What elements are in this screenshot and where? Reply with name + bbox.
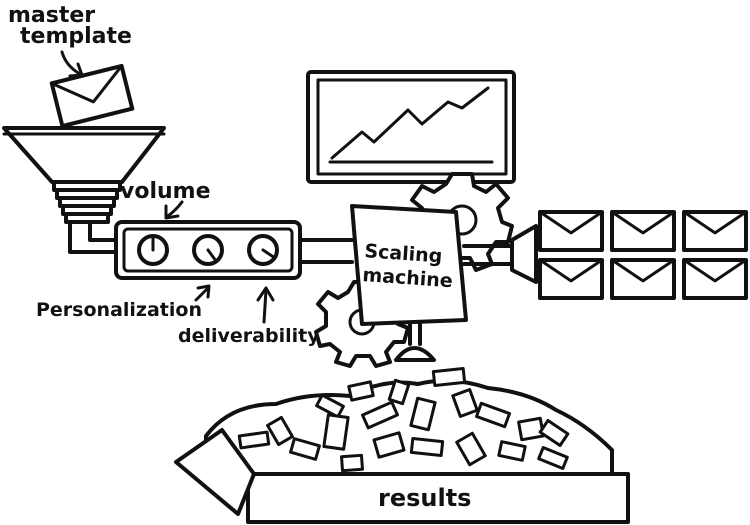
label-deliverability: deliverability — [178, 325, 320, 347]
label-results: results — [378, 484, 471, 512]
scaling-machine: Scaling machine — [350, 204, 468, 326]
pipe-machine-to-outputs — [462, 224, 538, 284]
pipe-funnel-to-panel — [68, 220, 118, 254]
control-panel — [114, 220, 302, 280]
dial-volume — [137, 234, 169, 266]
arrow-deliverability — [256, 286, 275, 324]
monitor-chart-icon — [306, 70, 516, 184]
output-envelopes — [538, 210, 748, 300]
machine-label-line1: Scaling — [364, 240, 443, 267]
envelope-icon — [49, 63, 135, 129]
dial-deliverability — [247, 234, 279, 266]
envelope-icon — [538, 210, 604, 252]
arrow-to-envelope — [60, 50, 84, 78]
results-box: results — [174, 428, 630, 524]
label-personalization: Personalization — [36, 299, 202, 321]
envelope-icon — [538, 258, 604, 300]
arrow-to-panel — [164, 200, 184, 220]
label-volume: volume — [120, 179, 211, 204]
funnel-icon — [2, 126, 166, 224]
arrow-personalization — [194, 284, 211, 302]
dial-personalization — [192, 234, 224, 266]
envelope-icon — [610, 258, 676, 300]
machine-stand — [394, 322, 436, 362]
envelope-icon — [610, 210, 676, 252]
envelope-icon — [682, 210, 748, 252]
pipe-panel-to-machine — [298, 238, 354, 264]
results-pile — [204, 366, 614, 482]
label-master-template-line1: master — [8, 3, 95, 28]
envelope-icon — [682, 258, 748, 300]
label-master-template-line2: template — [20, 24, 132, 49]
